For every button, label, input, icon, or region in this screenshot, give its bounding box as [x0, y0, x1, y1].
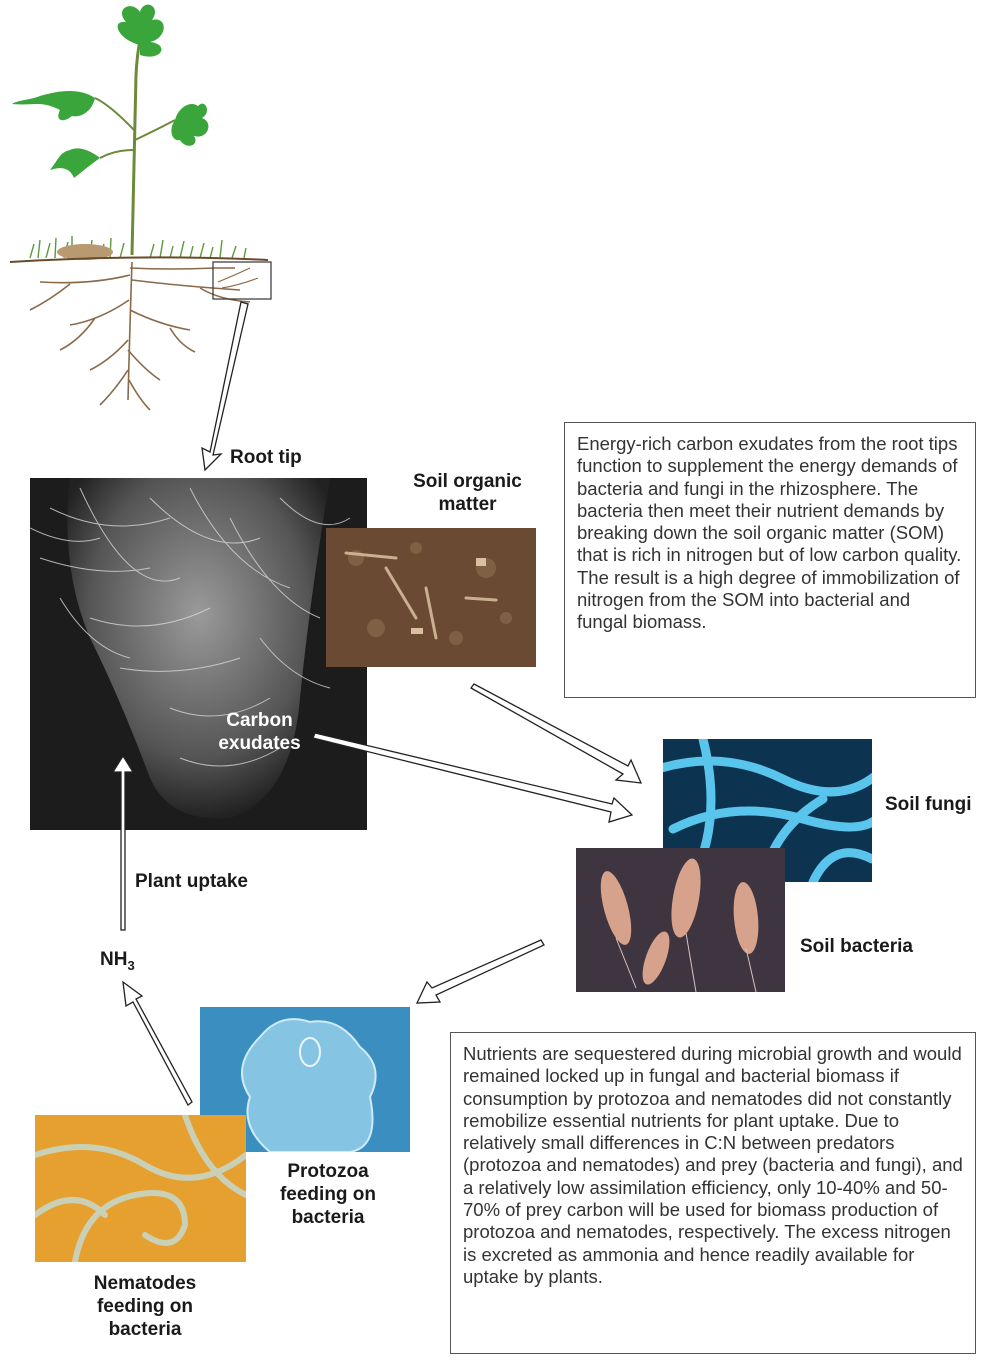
arrow-bacteria-to-protozoa [417, 940, 544, 1003]
soil-bacteria-photo [576, 848, 785, 992]
arrow-som-to-fungi [471, 684, 641, 783]
arrow-predators-to-nh3 [123, 982, 192, 1105]
arrow-root-to-tip [202, 302, 248, 470]
label-carbon-exudates: Carbon exudates [212, 709, 307, 755]
arrow-plant-uptake [113, 756, 133, 930]
